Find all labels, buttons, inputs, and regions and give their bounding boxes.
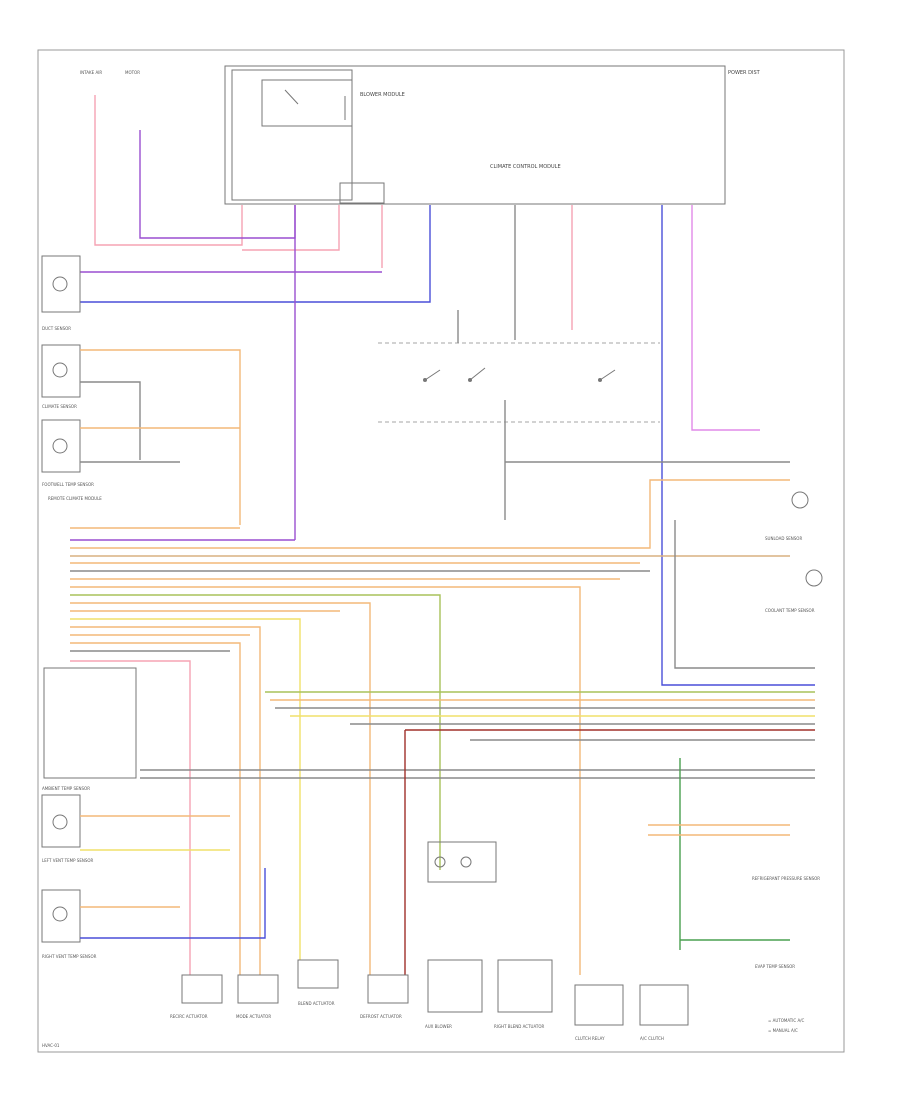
power-dist-label: POWER DIST (728, 70, 761, 76)
svg-text:CLUTCH RELAY: CLUTCH RELAY (575, 1036, 605, 1041)
svg-text:AUX BLOWER: AUX BLOWER (425, 1024, 452, 1029)
svg-text:REMOTE CLIMATE MODULE: REMOTE CLIMATE MODULE (48, 496, 102, 501)
ambient-temp-sensor: AMBIENT TEMP SENSOR (41, 786, 90, 848)
right-vent-temp-sensor: RIGHT VENT TEMP SENSOR (41, 889, 97, 959)
svg-text:A/C CLUTCH: A/C CLUTCH (640, 1036, 664, 1041)
climate-control-module: CLIMATE CONTROL MODULE POWER DIST BLOWER… (224, 65, 761, 205)
footer-code: HVAC-01 (42, 1043, 60, 1048)
clutch-relay: CLUTCH RELAY (574, 984, 624, 1041)
wire-blue-right (661, 205, 815, 686)
h-wire-3 (70, 479, 790, 549)
svg-text:MODE ACTUATOR: MODE ACTUATOR (236, 1014, 271, 1019)
remote-climate-module: REMOTE CLIMATE MODULE (43, 496, 137, 779)
coolant-temp-sensor: COOLANT TEMP SENSOR (765, 569, 823, 613)
recirc-actuator: RECIRC ACTUATOR (170, 974, 223, 1019)
svg-text:EVAP TEMP SENSOR: EVAP TEMP SENSOR (755, 964, 795, 969)
svg-text:RIGHT BLEND ACTUATOR: RIGHT BLEND ACTUATOR (494, 1024, 544, 1029)
right-blend-actuator: RIGHT BLEND ACTUATOR (494, 959, 553, 1029)
intake-air-label: INTAKE AIR (80, 70, 102, 75)
svg-text:DUCT SENSOR: DUCT SENSOR (42, 326, 71, 331)
h-wire-13 (70, 626, 261, 975)
footwell-sensor: FOOTWELL TEMP SENSOR (41, 419, 94, 487)
climate-sensor: CLIMATE SENSOR (41, 344, 81, 409)
sunload-sensor: SUNLOAD SENSOR (765, 491, 809, 541)
svg-text:COOLANT TEMP SENSOR: COOLANT TEMP SENSOR (765, 608, 815, 613)
h-wire-8 (70, 586, 581, 975)
blend-actuator: BLEND ACTUATOR (297, 959, 339, 1006)
defrost-actuator: DEFROST ACTUATOR (360, 974, 409, 1019)
svg-text:REFRIGERANT PRESSURE SENSOR: REFRIGERANT PRESSURE SENSOR (752, 876, 820, 881)
module-label: CLIMATE CONTROL MODULE (490, 164, 561, 170)
legend-automatic: = AUTOMATIC A/C (768, 1018, 805, 1023)
svg-text:FOOTWELL TEMP SENSOR: FOOTWELL TEMP SENSOR (42, 482, 94, 487)
mode-switch-assembly (378, 310, 790, 520)
h-wire-15 (70, 642, 241, 975)
h-wire-17 (70, 660, 191, 975)
blower-module-label: BLOWER MODULE (360, 92, 405, 98)
svg-text:BLEND ACTUATOR: BLEND ACTUATOR (298, 1001, 335, 1006)
svg-text:RECIRC ACTUATOR: RECIRC ACTUATOR (170, 1014, 208, 1019)
wire-violet-top (139, 130, 296, 239)
wire-low-blue (80, 868, 266, 939)
refrigerant-pressure-sensor: REFRIGERANT PRESSURE SENSOR EVAP TEMP SE… (648, 824, 820, 969)
blend-door-module (427, 841, 497, 883)
r-wire-1 (674, 520, 815, 669)
diagram-frame (37, 49, 845, 1053)
motor-label: MOTOR (125, 70, 140, 75)
aux-blower: AUX BLOWER (425, 959, 483, 1029)
svg-text:CLIMATE SENSOR: CLIMATE SENSOR (42, 404, 77, 409)
mode-actuator: MODE ACTUATOR (236, 974, 279, 1019)
svg-text:DEFROST ACTUATOR: DEFROST ACTUATOR (360, 1014, 402, 1019)
ac-clutch: A/C CLUTCH (639, 984, 689, 1041)
svg-text:RIGHT VENT TEMP SENSOR: RIGHT VENT TEMP SENSOR (42, 954, 97, 959)
svg-text:SUNLOAD SENSOR: SUNLOAD SENSOR (765, 536, 802, 541)
h-wire-9 (70, 594, 441, 870)
wire-blue-left (80, 205, 431, 303)
svg-text:AMBIENT TEMP SENSOR: AMBIENT TEMP SENSOR (42, 786, 90, 791)
svg-text:LEFT VENT TEMP SENSOR: LEFT VENT TEMP SENSOR (42, 858, 94, 863)
duct-sensor: DUCT SENSOR (41, 255, 81, 331)
wire-magenta-right (691, 205, 760, 431)
h-wire-12 (70, 618, 301, 960)
wire-gray-s1 (80, 381, 141, 460)
wire-pink-mid (242, 205, 340, 251)
wire-orange-s1 (80, 349, 241, 525)
h-wire-10 (70, 602, 371, 975)
left-vent-temp-sensor: LEFT VENT TEMP SENSOR (42, 858, 94, 863)
wire-pink-top (94, 95, 243, 246)
legend-manual: = MANUAL A/C (768, 1028, 798, 1033)
